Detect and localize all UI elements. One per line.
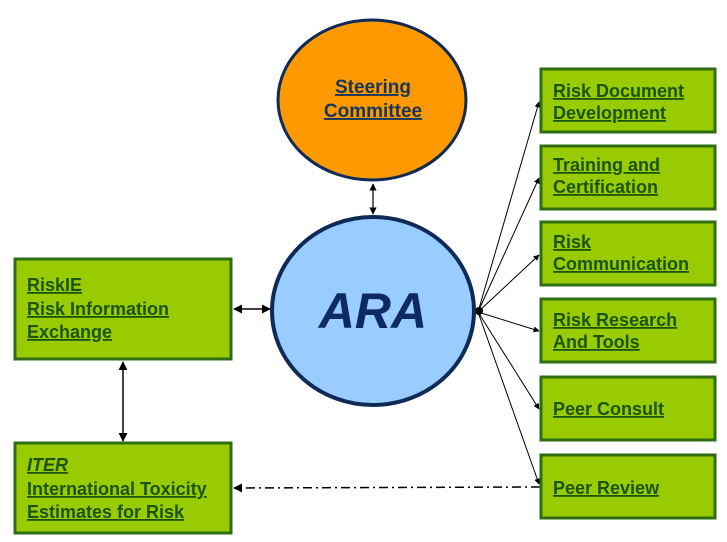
connector-ara-box-4 — [477, 311, 540, 333]
right-box-3-rect — [539, 220, 717, 287]
riskie-line-3: Exchange — [27, 322, 112, 342]
right-box-4-rect — [539, 297, 717, 364]
steering-line-2: Committee — [324, 101, 422, 122]
right-box-2-line-2: Certification — [553, 177, 658, 197]
iter-line-2: International Toxicity — [27, 479, 207, 499]
connector-ara-box-1 — [477, 101, 541, 313]
connector-ara-box-2 — [477, 177, 540, 313]
connector-peer-review-iter — [233, 483, 541, 493]
right-box-5: Peer Consult — [539, 375, 717, 442]
right-box-4-line-1: Risk Research — [553, 310, 677, 330]
right-box-6-line-1: Peer Review — [553, 478, 660, 498]
connector-ara-box-3 — [477, 254, 540, 313]
right-box-2-line-1: Training and — [553, 155, 660, 175]
ara-label: ARA — [317, 283, 427, 339]
right-box-1-line-2: Development — [553, 103, 666, 123]
right-box-1-rect — [539, 67, 717, 134]
right-box-3: Risk Communication — [539, 220, 717, 287]
right-box-4-line-2: And Tools — [553, 332, 640, 352]
right-box-3-line-2: Communication — [553, 254, 689, 274]
ara-node: ARA — [270, 215, 476, 407]
right-box-6-rect — [539, 453, 717, 520]
riskie-box — [13, 257, 233, 361]
right-box-3-line-1: Risk — [553, 232, 592, 252]
steering-line-1: Steering — [335, 77, 411, 98]
right-box-1-line-1: Risk Document — [553, 81, 684, 101]
steering-committee-ellipse — [276, 18, 468, 182]
iter-line-3: Estimates for Risk — [27, 502, 185, 522]
riskie-line-2: Risk Information — [27, 299, 169, 319]
iter-box — [13, 441, 233, 535]
right-box-4: Risk Research And Tools — [539, 297, 717, 364]
ara-ellipse — [270, 215, 476, 407]
steering-committee-node: Steering Committee — [276, 18, 468, 182]
connectors — [118, 101, 541, 493]
connector-ara-box-6 — [477, 311, 541, 485]
right-box-2: Training and Certification — [539, 144, 717, 211]
fan-origin-dot — [475, 307, 483, 315]
riskie-line-1: RiskIE — [27, 275, 82, 295]
right-box-5-rect — [539, 375, 717, 442]
connector-fan-ara-right — [477, 101, 541, 485]
right-box-5-line-1: Peer Consult — [553, 399, 664, 419]
connector-ara-box-5 — [477, 311, 540, 410]
right-box-6: Peer Review — [539, 453, 717, 520]
riskie-node: RiskIE Risk Information Exchange — [13, 257, 233, 361]
right-box-1: Risk Document Development — [539, 67, 717, 134]
right-box-2-rect — [539, 144, 717, 211]
iter-node: ITER International Toxicity Estimates fo… — [13, 441, 233, 535]
iter-line-1: ITER — [27, 455, 68, 475]
